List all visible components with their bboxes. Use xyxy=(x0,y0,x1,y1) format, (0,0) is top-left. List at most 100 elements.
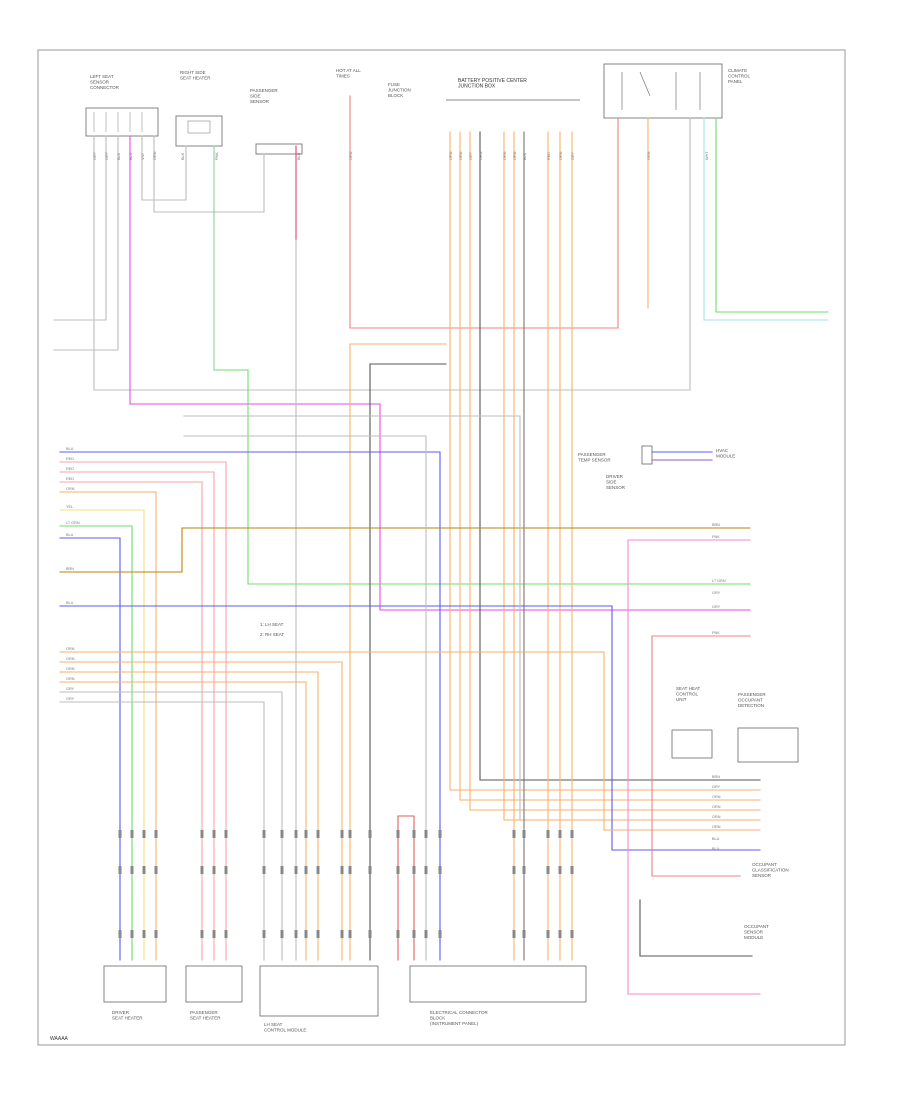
wire-code-label: ORN xyxy=(712,805,721,809)
connector-ticks xyxy=(118,830,574,938)
wire-code-label: ORN xyxy=(559,151,563,160)
wire-code-label: RED xyxy=(66,457,74,461)
wire xyxy=(93,117,691,391)
wire xyxy=(449,131,761,791)
connector-pin xyxy=(316,830,320,838)
wire-code-label: RED xyxy=(66,477,74,481)
wire xyxy=(639,899,753,957)
wire-code-label: ORN xyxy=(712,825,721,829)
connector-pin xyxy=(316,866,320,874)
connector-pin xyxy=(368,830,372,838)
footer-code: WAAAA xyxy=(50,1036,69,1042)
wire-code-label: PNK xyxy=(712,631,720,635)
connector-pin xyxy=(212,830,216,838)
wire-code-label: BLK xyxy=(181,152,185,160)
connector-pin xyxy=(412,930,416,938)
wire xyxy=(59,651,761,831)
connector-pin xyxy=(200,930,204,938)
connector-pin xyxy=(558,830,562,838)
connector-pin xyxy=(412,830,416,838)
wire xyxy=(59,451,441,961)
connector-pin xyxy=(304,930,308,938)
wire-code-label: BRN xyxy=(712,523,720,527)
wire-code-label: BRN xyxy=(66,567,74,571)
connector-pin xyxy=(212,930,216,938)
wire-code-label: YEL xyxy=(66,505,73,509)
wire-code-label: ORN xyxy=(712,795,721,799)
wire xyxy=(183,435,427,961)
wire-code-label: BLU xyxy=(66,447,74,451)
wire-code-label: GRY xyxy=(469,151,473,160)
wire-code-label: GRY xyxy=(571,151,575,160)
wire-code-label: GRY xyxy=(66,697,75,701)
connector-pin xyxy=(522,866,526,874)
connector-pin xyxy=(546,830,550,838)
connector-pin xyxy=(294,866,298,874)
wire xyxy=(59,461,227,961)
connector-pin xyxy=(294,930,298,938)
connector-pin xyxy=(130,866,134,874)
connector-pin xyxy=(368,930,372,938)
connector-pin xyxy=(142,866,146,874)
connector-pin xyxy=(200,866,204,874)
wire-code-label: ORN xyxy=(459,151,463,160)
connector-pin xyxy=(262,866,266,874)
connector-pin xyxy=(224,830,228,838)
connector-pin xyxy=(142,930,146,938)
wire-code-label: BLK xyxy=(523,152,527,160)
wire-code-label: GRY xyxy=(712,605,721,609)
connector-pin xyxy=(262,930,266,938)
wire-code-label: RED xyxy=(547,152,551,160)
connector-pin xyxy=(130,830,134,838)
wire-code-label: ORN xyxy=(66,657,75,661)
connector-pin xyxy=(118,866,122,874)
wire xyxy=(59,691,283,961)
connector-pin xyxy=(280,930,284,938)
wire-code-label: BLU xyxy=(66,601,74,605)
wire xyxy=(59,525,133,961)
wire-code-label: ORN xyxy=(66,667,75,671)
note-2: 2: RH SEAT xyxy=(260,632,284,637)
connector-pin xyxy=(424,830,428,838)
wire xyxy=(59,509,145,961)
connector-pin xyxy=(368,866,372,874)
wire xyxy=(349,343,447,961)
wire xyxy=(53,135,119,351)
wire xyxy=(703,117,829,321)
connector-pin xyxy=(570,830,574,838)
wire xyxy=(59,481,203,961)
wire-code-label: LT GRN xyxy=(712,579,726,583)
wire-code-label: BRN xyxy=(712,775,720,779)
wire-code-label: LT GRN xyxy=(66,521,80,525)
wire xyxy=(651,635,741,877)
wire xyxy=(59,605,761,851)
connector-pin xyxy=(522,930,526,938)
wire-code-label: ORN xyxy=(66,487,75,491)
connector-pin xyxy=(396,930,400,938)
wire xyxy=(59,537,121,961)
connector-pin xyxy=(262,830,266,838)
wire xyxy=(715,117,829,313)
connector-pin xyxy=(512,830,516,838)
connector-pin xyxy=(546,930,550,938)
connector-pin xyxy=(412,866,416,874)
wire-code-label: GRY xyxy=(93,151,97,160)
